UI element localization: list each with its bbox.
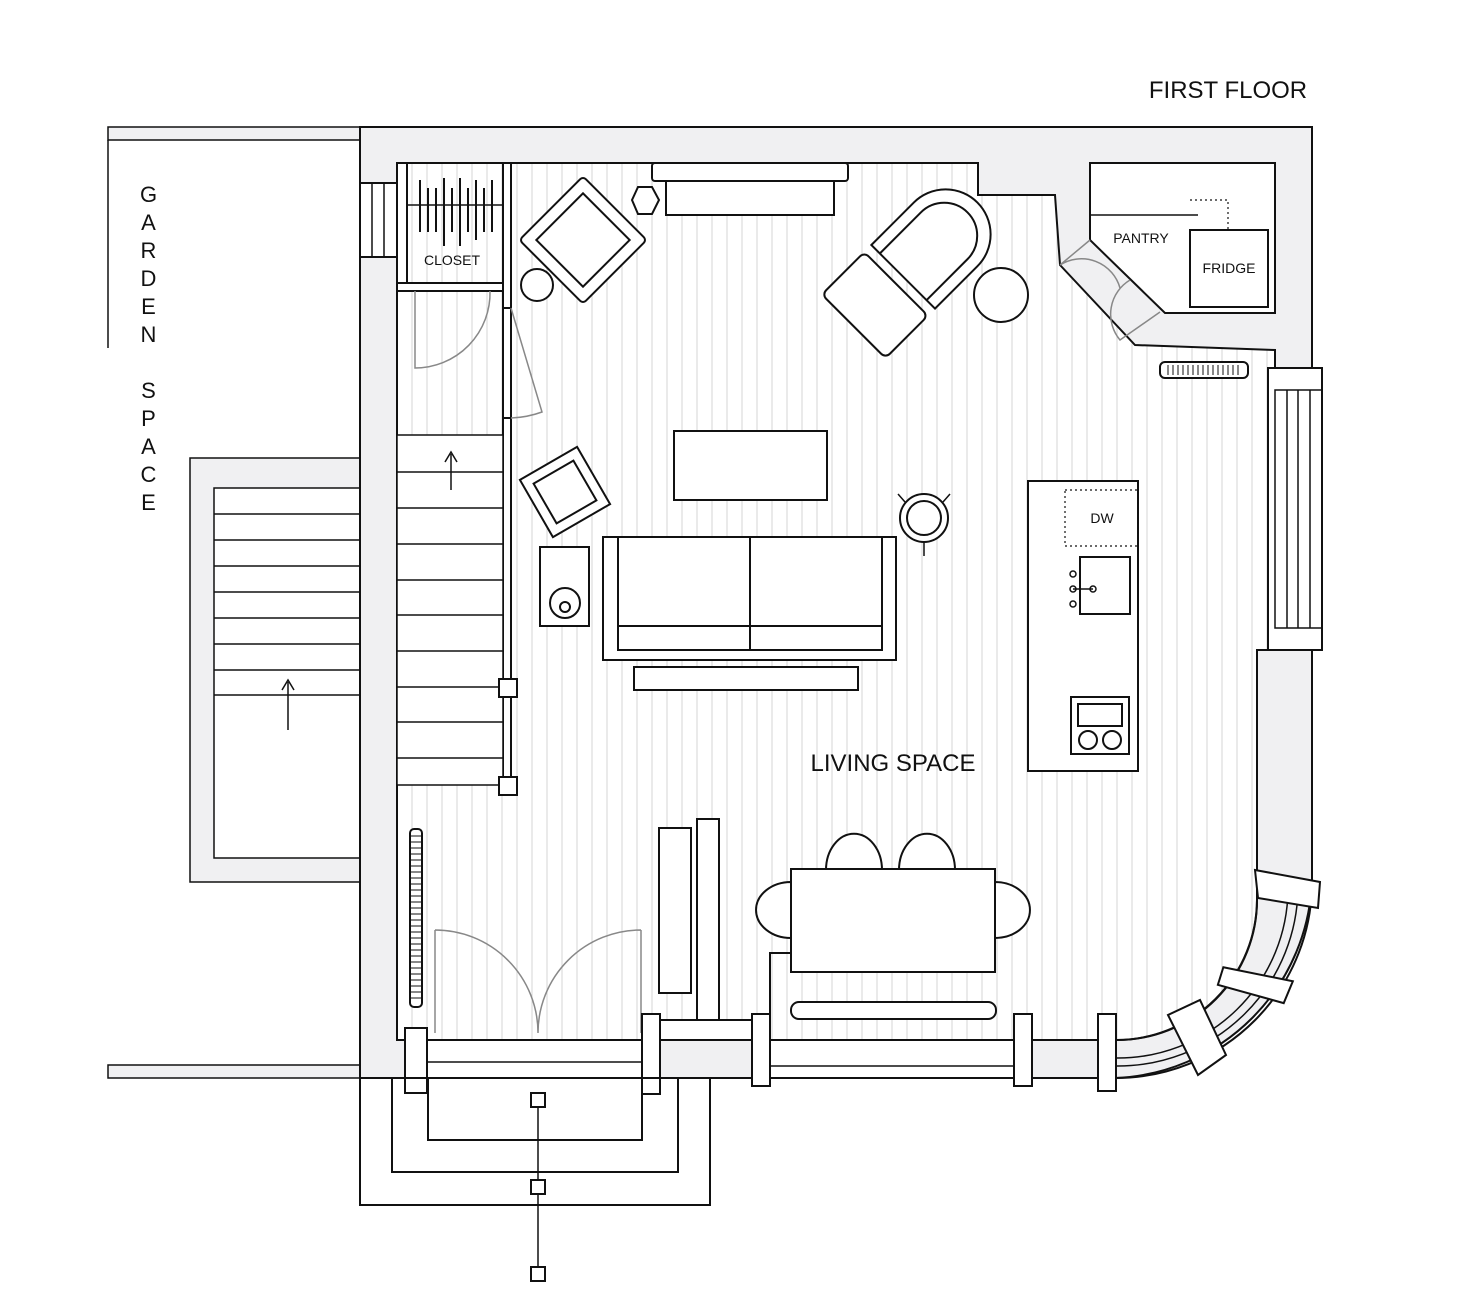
cooktop — [1070, 696, 1130, 755]
side-table — [520, 268, 554, 302]
hall-door[interactable] — [510, 307, 543, 419]
living-space-label: LIVING SPACE — [811, 750, 976, 777]
window-right — [1267, 367, 1323, 651]
newel-post — [498, 678, 518, 698]
closet-door[interactable] — [414, 290, 491, 369]
stool — [897, 493, 951, 556]
armchair — [520, 177, 646, 303]
side-table-hex — [630, 186, 661, 215]
fridge: FRIDGE — [1189, 229, 1269, 308]
dishwasher-label: DW — [1090, 510, 1114, 526]
pantry-door-2[interactable] — [1109, 279, 1161, 342]
small-armchair — [518, 445, 612, 539]
sofa — [602, 536, 897, 661]
garden-space — [107, 126, 361, 1079]
pantry-label: PANTRY — [1113, 230, 1169, 246]
window-left — [359, 182, 398, 258]
garden-label: GARDEN SPACE — [136, 182, 161, 518]
side-table — [973, 267, 1029, 323]
entry-double-door[interactable] — [434, 929, 642, 1034]
dining-set — [755, 832, 1031, 1020]
console-table — [633, 666, 859, 691]
bay-window — [1115, 868, 1322, 1079]
kitchen-island: DW — [1027, 480, 1139, 772]
exterior-stairs — [189, 457, 361, 883]
front-porch — [359, 1077, 711, 1282]
speaker — [539, 546, 590, 627]
front-windows — [404, 1013, 1117, 1095]
floor-title: FIRST FLOOR — [1149, 77, 1307, 104]
interior-stairs — [396, 434, 504, 786]
fridge-label: FRIDGE — [1203, 260, 1256, 276]
partition-shelves — [658, 818, 720, 1021]
pantry-door[interactable] — [1059, 239, 1121, 289]
radiator — [1159, 361, 1249, 379]
coffee-table — [673, 430, 828, 501]
sink — [1079, 556, 1131, 615]
closet-label: CLOSET — [424, 252, 480, 268]
lounge-chair — [823, 188, 992, 357]
fireplace — [651, 162, 849, 216]
newel-post — [498, 776, 518, 796]
